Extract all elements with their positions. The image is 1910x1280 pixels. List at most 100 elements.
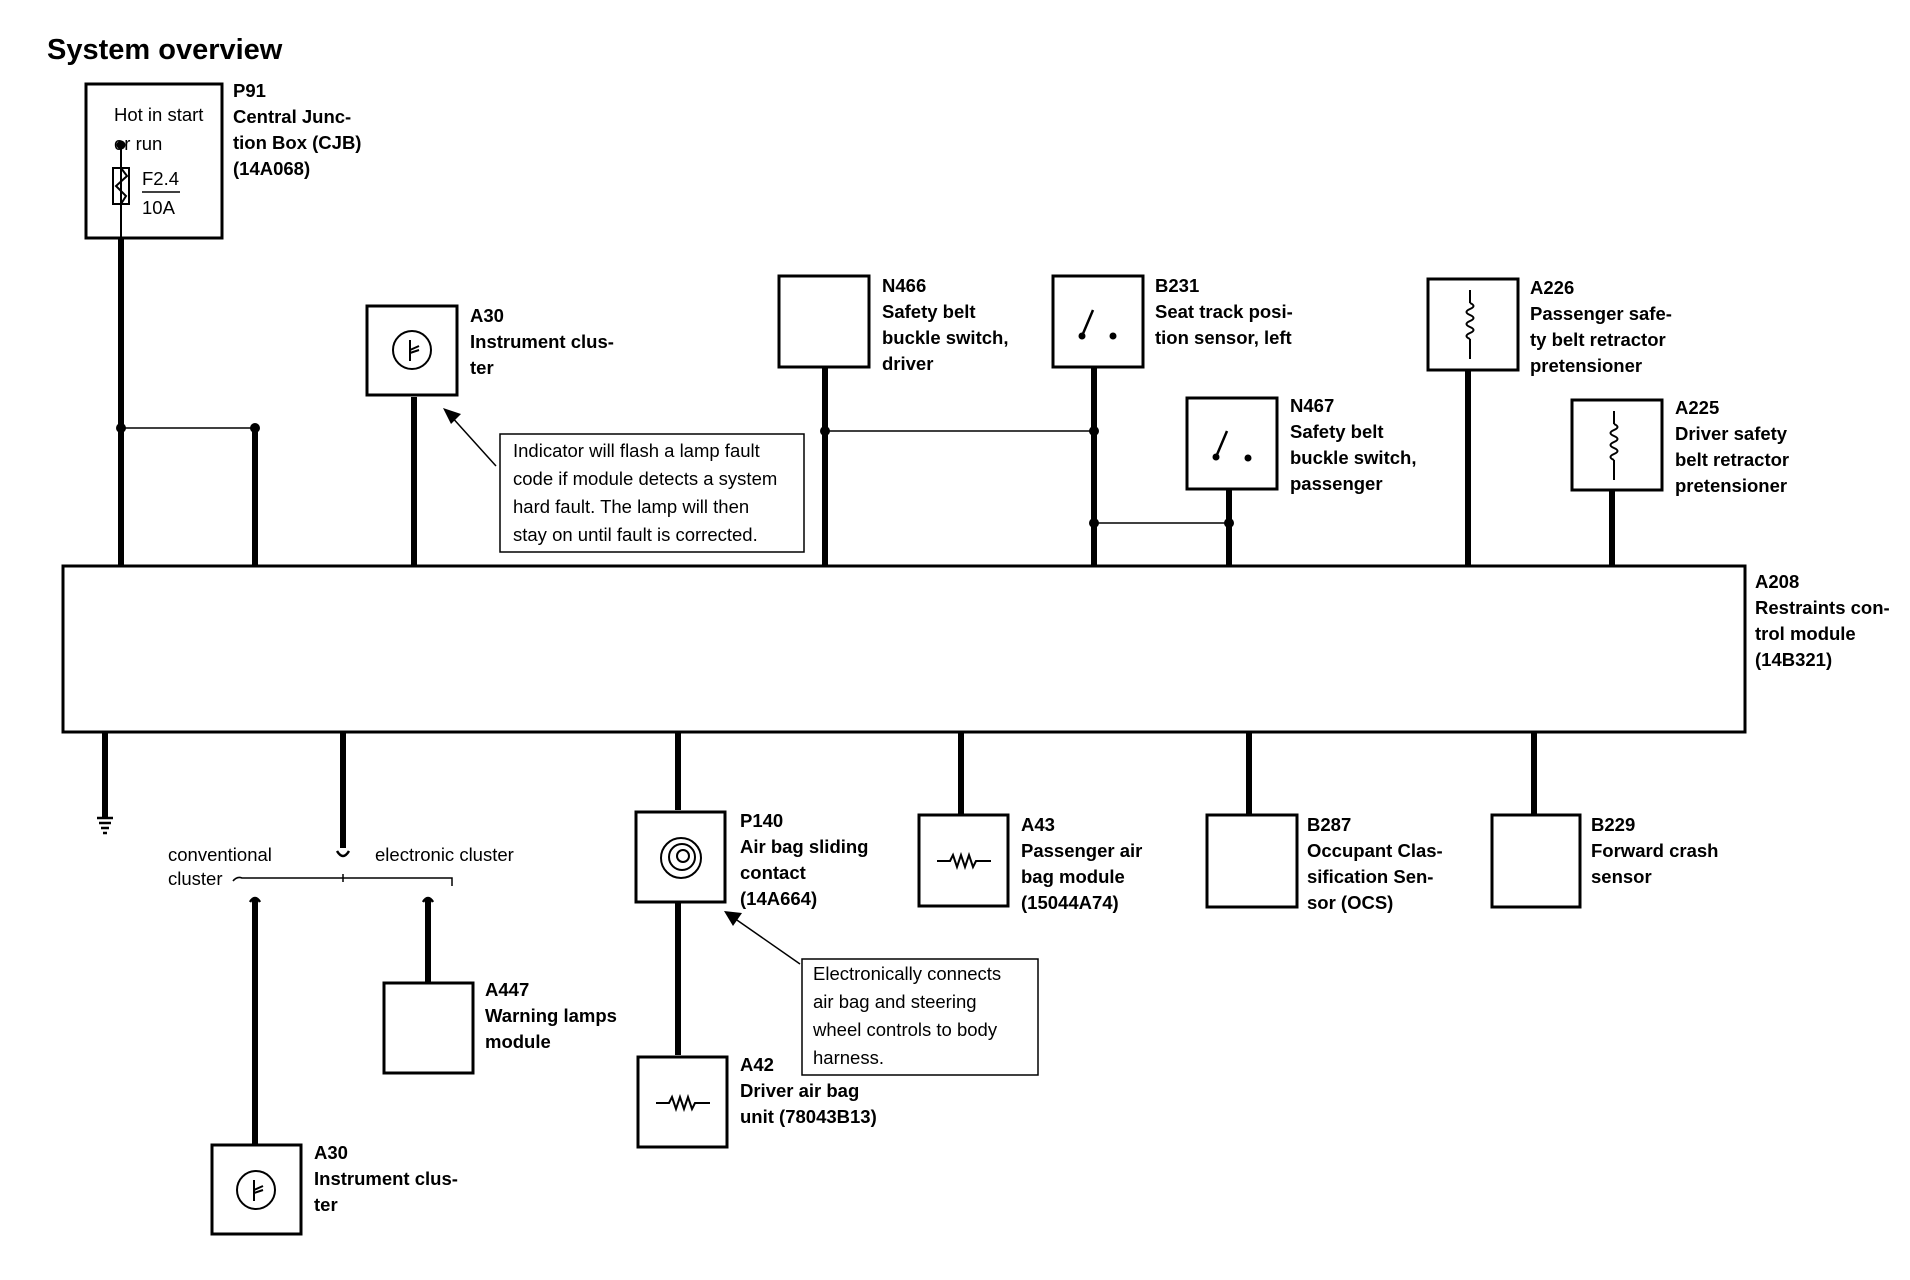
arrow-head — [443, 408, 461, 424]
indicator-note: Indicator will flash a lamp fault code i… — [443, 408, 805, 553]
forward-crash-sensor: B229 Forward crash sensor — [1490, 813, 1719, 909]
restraints-control-module: A208 Restraints con- trol module (14B321… — [61, 564, 1890, 734]
bottom-wires — [102, 728, 1537, 1145]
splice-dot — [1224, 518, 1234, 528]
component-id: P91 — [233, 80, 266, 101]
component-id: N466 — [882, 275, 926, 296]
note-text: wheel controls to body — [812, 1019, 998, 1040]
component-name: buckle switch, — [1290, 447, 1416, 468]
component-name: ter — [314, 1194, 338, 1215]
seat-track-sensor: B231 Seat track posi- tion sensor, left — [1051, 274, 1293, 369]
component-name: (14A068) — [233, 158, 310, 179]
top-wires — [116, 238, 1615, 572]
driver-retractor-pretensioner: A225 Driver safety belt retractor preten… — [1570, 397, 1789, 496]
component-id: A225 — [1675, 397, 1719, 418]
instrument-cluster-bottom: A30 Instrument clus- ter — [210, 1142, 458, 1236]
coil-icon — [1465, 290, 1475, 359]
fuse-rating: 10A — [142, 197, 176, 218]
note-text: Electronically connects — [813, 963, 1001, 984]
component-id: A447 — [485, 979, 529, 1000]
component-name: Seat track posi- — [1155, 301, 1293, 322]
component-name: ter — [470, 357, 494, 378]
component-name: Air bag sliding — [740, 836, 868, 857]
resistor-icon — [656, 1093, 710, 1113]
passenger-buckle-switch: N467 Safety belt buckle switch, passenge… — [1185, 395, 1416, 494]
air-bag-sliding-contact: P140 Air bag sliding contact (14A664) — [634, 810, 868, 909]
arrow-head — [724, 911, 742, 926]
component-name: tion Box (CJB) — [233, 132, 361, 153]
splice-dot — [250, 423, 260, 433]
component-name: Passenger safe- — [1530, 303, 1672, 324]
component-name: Driver air bag — [740, 1080, 859, 1101]
gauge-icon — [392, 330, 432, 370]
gauge-icon — [236, 1170, 276, 1210]
note-text: code if module detects a system — [513, 468, 777, 489]
instrument-cluster-top: A30 Instrument clus- ter — [365, 304, 614, 397]
component-name: (15044A74) — [1021, 892, 1119, 913]
component-name: contact — [740, 862, 806, 883]
component-name: trol module — [1755, 623, 1856, 644]
component-name: bag module — [1021, 866, 1125, 887]
component-name: buckle switch, — [882, 327, 1008, 348]
component-name: Safety belt — [1290, 421, 1384, 442]
component-id: A42 — [740, 1054, 774, 1075]
note-text: air bag and steering — [813, 991, 977, 1012]
component-name: sification Sen- — [1307, 866, 1433, 887]
component-name: Central Junc- — [233, 106, 351, 127]
component-id: P140 — [740, 810, 783, 831]
component-name: Passenger air — [1021, 840, 1142, 861]
component-name: driver — [882, 353, 933, 374]
branch-label-conventional: cluster — [168, 868, 223, 889]
hot-note: or run — [114, 133, 162, 154]
component-name: Instrument clus- — [314, 1168, 458, 1189]
switch-icon — [1212, 430, 1252, 462]
sliding-contact-note: Electronically connects air bag and stee… — [724, 911, 1039, 1076]
clockspring-icon — [660, 837, 702, 879]
passenger-air-bag-module: A43 Passenger air bag module (15044A74) — [917, 813, 1142, 913]
component-name: module — [485, 1031, 551, 1052]
resistor-icon — [937, 851, 991, 871]
switch-icon — [1078, 309, 1117, 340]
component-name: pretensioner — [1675, 475, 1787, 496]
driver-buckle-switch: N466 Safety belt buckle switch, driver — [777, 274, 1008, 374]
splice-dot — [1089, 518, 1099, 528]
component-name: Warning lamps — [485, 1005, 617, 1026]
component-name: Safety belt — [882, 301, 976, 322]
splice-dot — [116, 423, 126, 433]
warning-lamps-module: A447 Warning lamps module — [382, 979, 617, 1075]
component-id: B287 — [1307, 814, 1351, 835]
component-id: A43 — [1021, 814, 1055, 835]
component-name: Occupant Clas- — [1307, 840, 1443, 861]
component-name: sensor — [1591, 866, 1652, 887]
component-id: A226 — [1530, 277, 1574, 298]
driver-air-bag-unit: A42 Driver air bag unit (78043B13) — [636, 1054, 877, 1149]
passenger-retractor-pretensioner: A226 Passenger safe- ty belt retractor p… — [1426, 277, 1672, 376]
branch-label-conventional: conventional — [168, 844, 272, 865]
note-text: hard fault. The lamp will then — [513, 496, 749, 517]
splice-dot — [1089, 426, 1099, 436]
component-name: pretensioner — [1530, 355, 1642, 376]
component-name: (14A664) — [740, 888, 817, 909]
cluster-branch: conventional cluster electronic cluster — [168, 844, 514, 903]
component-id: A208 — [1755, 571, 1799, 592]
component-id: B231 — [1155, 275, 1199, 296]
component-name: ty belt retractor — [1530, 329, 1666, 350]
note-text: Indicator will flash a lamp fault — [513, 440, 760, 461]
component-id: N467 — [1290, 395, 1334, 416]
component-name: passenger — [1290, 473, 1383, 494]
component-name: Restraints con- — [1755, 597, 1890, 618]
fuse-icon — [112, 140, 130, 238]
component-name: sor (OCS) — [1307, 892, 1393, 913]
fuse-id: F2.4 — [142, 168, 179, 189]
component-name: belt retractor — [1675, 449, 1789, 470]
component-id: A30 — [314, 1142, 348, 1163]
hot-note: Hot in start — [114, 104, 203, 125]
component-id: A30 — [470, 305, 504, 326]
ground-symbol — [97, 816, 113, 835]
branch-label-electronic: electronic cluster — [375, 844, 514, 865]
component-name: unit (78043B13) — [740, 1106, 877, 1127]
component-id: B229 — [1591, 814, 1635, 835]
component-name: Driver safety — [1675, 423, 1788, 444]
component-name: Forward crash — [1591, 840, 1719, 861]
